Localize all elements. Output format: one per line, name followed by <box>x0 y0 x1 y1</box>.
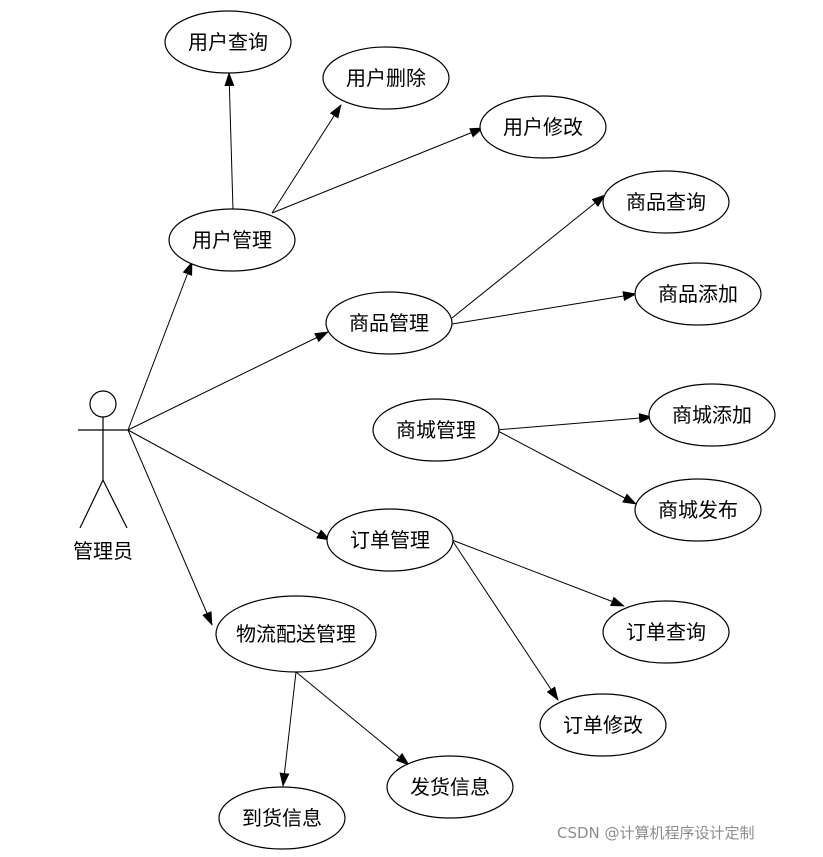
use-case-label: 用户查询 <box>188 30 268 54</box>
use-case-order-edit: 订单修改 <box>539 693 667 757</box>
assoc-user-mgmt-query <box>224 72 235 211</box>
assoc-user-mgmt-delete <box>271 104 342 214</box>
use-case-order-query: 订单查询 <box>602 600 730 664</box>
assoc-user-mgmt-edit <box>271 127 484 214</box>
assoc-product-mgmt-query <box>451 194 606 319</box>
use-case-product-mgmt: 商品管理 <box>325 291 453 355</box>
use-case-label: 订单修改 <box>563 713 643 737</box>
use-case-label: 商城管理 <box>396 418 476 442</box>
actor-label: 管理员 <box>73 539 133 563</box>
use-case-label: 用户修改 <box>503 115 583 139</box>
assoc-mall-mgmt-publish <box>495 429 637 505</box>
associations <box>127 72 653 787</box>
use-case-label: 订单查询 <box>626 620 706 644</box>
assoc-logistics-arrival <box>279 671 297 787</box>
use-case-user-delete: 用户删除 <box>322 46 450 110</box>
use-case-label: 商品管理 <box>349 311 429 335</box>
use-case-mall-add: 商城添加 <box>648 383 776 447</box>
use-case-arrival-info: 到货信息 <box>218 786 346 850</box>
assoc-actor-user-mgmt <box>127 261 193 431</box>
use-case-label: 到货信息 <box>242 806 322 830</box>
use-case-label: 商品添加 <box>658 282 738 306</box>
use-case-label: 商城添加 <box>672 403 752 427</box>
use-case-product-add: 商品添加 <box>634 262 762 326</box>
actor-left-leg <box>79 479 104 529</box>
use-case-label: 商城发布 <box>658 498 738 522</box>
actor-head <box>89 390 117 418</box>
use-case-user-mgmt: 用户管理 <box>168 208 296 272</box>
assoc-product-mgmt-add <box>451 291 637 325</box>
assoc-order-mgmt-edit <box>451 539 559 701</box>
assoc-logistics-shipping <box>295 671 410 766</box>
assoc-actor-logistics-mgmt <box>127 429 213 626</box>
watermark-text: CSDN @计算机程序设计定制 <box>557 824 755 842</box>
use-case-user-edit: 用户修改 <box>479 95 607 159</box>
use-case-user-query: 用户查询 <box>164 10 292 74</box>
use-case-label: 发货信息 <box>410 775 490 799</box>
use-case-label: 用户管理 <box>192 228 272 252</box>
use-case-label: 商品查询 <box>626 190 706 214</box>
use-case-mall-mgmt: 商城管理 <box>372 398 500 462</box>
actor-admin: 管理员 <box>73 390 133 563</box>
assoc-actor-product-mgmt <box>127 331 329 431</box>
use-case-shipping-info: 发货信息 <box>386 755 514 819</box>
use-case-product-query: 商品查询 <box>602 170 730 234</box>
use-case-logistics-mgmt: 物流配送管理 <box>215 595 377 673</box>
actor-right-leg <box>102 479 128 529</box>
use-case-order-mgmt: 订单管理 <box>326 508 454 572</box>
use-case-mall-publish: 商城发布 <box>634 478 762 542</box>
assoc-actor-order-mgmt <box>127 429 331 541</box>
assoc-mall-mgmt-add <box>495 413 653 431</box>
assoc-order-mgmt-query <box>451 539 625 607</box>
use-case-label: 物流配送管理 <box>236 622 356 646</box>
use-case-label: 订单管理 <box>350 528 430 552</box>
use-case-label: 用户删除 <box>346 66 426 90</box>
